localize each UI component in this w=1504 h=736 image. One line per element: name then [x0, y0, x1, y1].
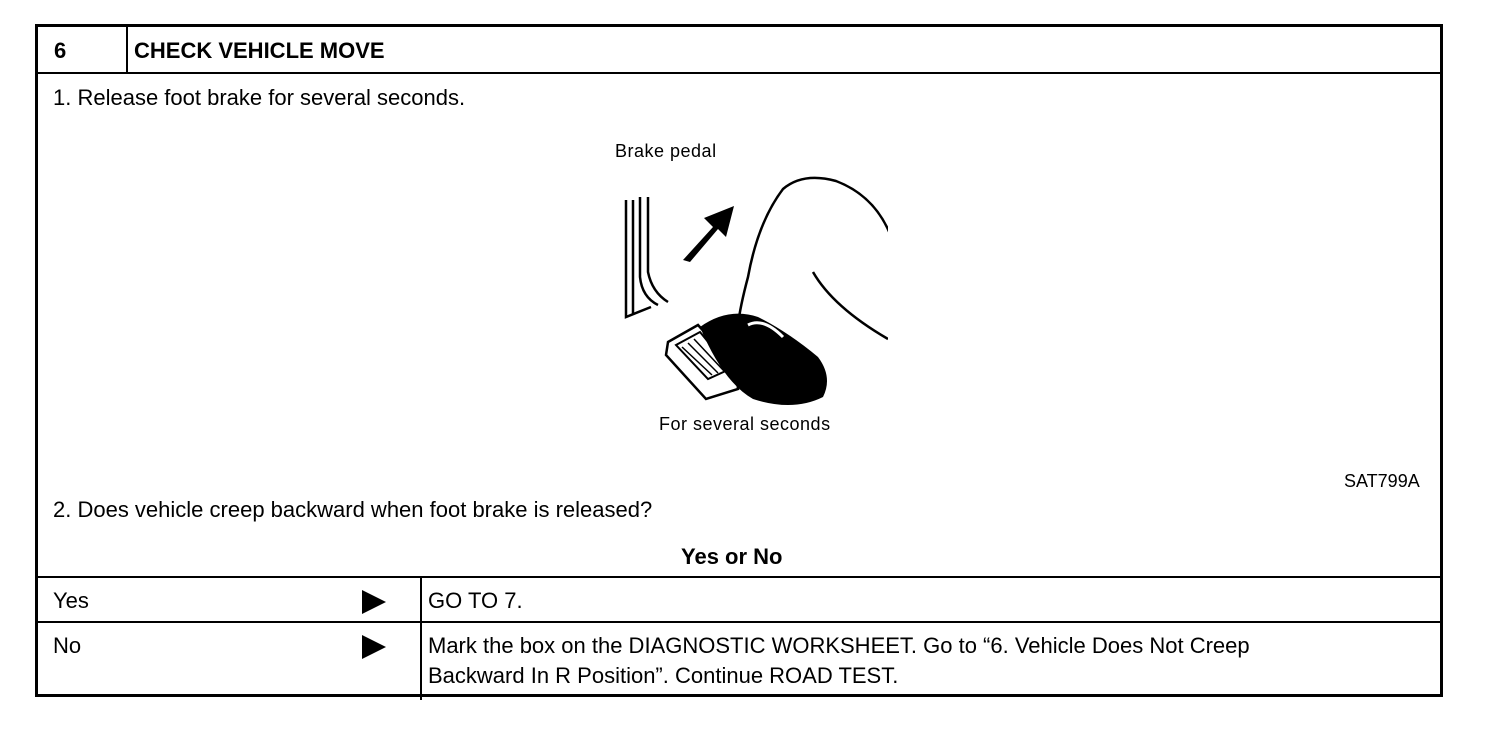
results-top-rule [38, 576, 1440, 578]
step-title: CHECK VEHICLE MOVE [134, 38, 385, 63]
step-number: 6 [54, 38, 67, 63]
figure-label-brake-pedal: Brake pedal [615, 141, 717, 161]
answer-yes: Yes [53, 588, 89, 613]
action-no-line-2: Backward In R Position”. Continue ROAD T… [428, 663, 899, 688]
right-triangle-arrow-icon [362, 590, 386, 614]
action-no-line-1: Mark the box on the DIAGNOSTIC WORKSHEET… [428, 633, 1250, 658]
figure-label-duration: For several seconds [659, 414, 831, 434]
shoe [700, 313, 827, 406]
header-bottom-rule [38, 72, 1440, 74]
pedal-arm [624, 200, 652, 319]
answer-no: No [53, 633, 82, 658]
leg-outline [736, 176, 888, 326]
results-middle-rule [38, 621, 1440, 623]
instruction-1: 1. Release foot brake for several second… [53, 85, 466, 110]
pedal-pad [664, 323, 740, 401]
action-yes: GO TO 7. [428, 588, 523, 613]
diagnostic-step-table: 6 CHECK VEHICLE MOVE 1. Release foot bra… [35, 24, 1443, 700]
header-divider [126, 27, 128, 72]
up-right-arrow-icon [683, 206, 734, 262]
results-divider [420, 576, 422, 700]
figure-code: SAT799A [1344, 471, 1420, 491]
right-triangle-arrow-icon [362, 635, 386, 659]
question-label: Yes or No [681, 544, 783, 569]
instruction-2: 2. Does vehicle creep backward when foot… [53, 497, 653, 522]
brake-pedal-illustration [624, 176, 888, 406]
